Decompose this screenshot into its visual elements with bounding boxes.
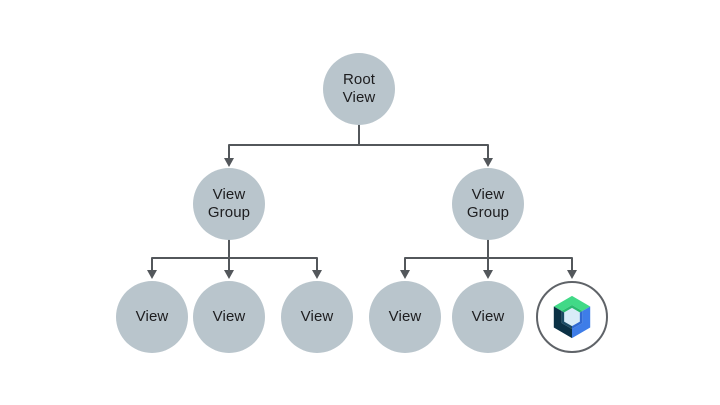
node-view-4: View bbox=[369, 281, 441, 353]
arrowhead-icon bbox=[483, 158, 493, 167]
node-view-group-right: View Group bbox=[452, 168, 524, 240]
arrowhead-icon bbox=[567, 270, 577, 279]
node-compose-view bbox=[536, 281, 608, 353]
node-view-1: View bbox=[116, 281, 188, 353]
arrowhead-icon bbox=[312, 270, 322, 279]
connector-left-group-to-views bbox=[147, 236, 322, 279]
jetpack-compose-logo-icon bbox=[553, 295, 591, 339]
arrowhead-icon bbox=[400, 270, 410, 279]
node-root-view: Root View bbox=[323, 53, 395, 125]
node-view-group-left: View Group bbox=[193, 168, 265, 240]
connector-right-group-to-views bbox=[400, 236, 577, 279]
arrowhead-icon bbox=[147, 270, 157, 279]
arrowhead-icon bbox=[224, 158, 234, 167]
node-view-3: View bbox=[281, 281, 353, 353]
node-view-5: View bbox=[452, 281, 524, 353]
arrowhead-icon bbox=[483, 270, 493, 279]
node-view-2: View bbox=[193, 281, 265, 353]
connector-root-to-groups bbox=[224, 120, 493, 167]
arrowhead-icon bbox=[224, 270, 234, 279]
